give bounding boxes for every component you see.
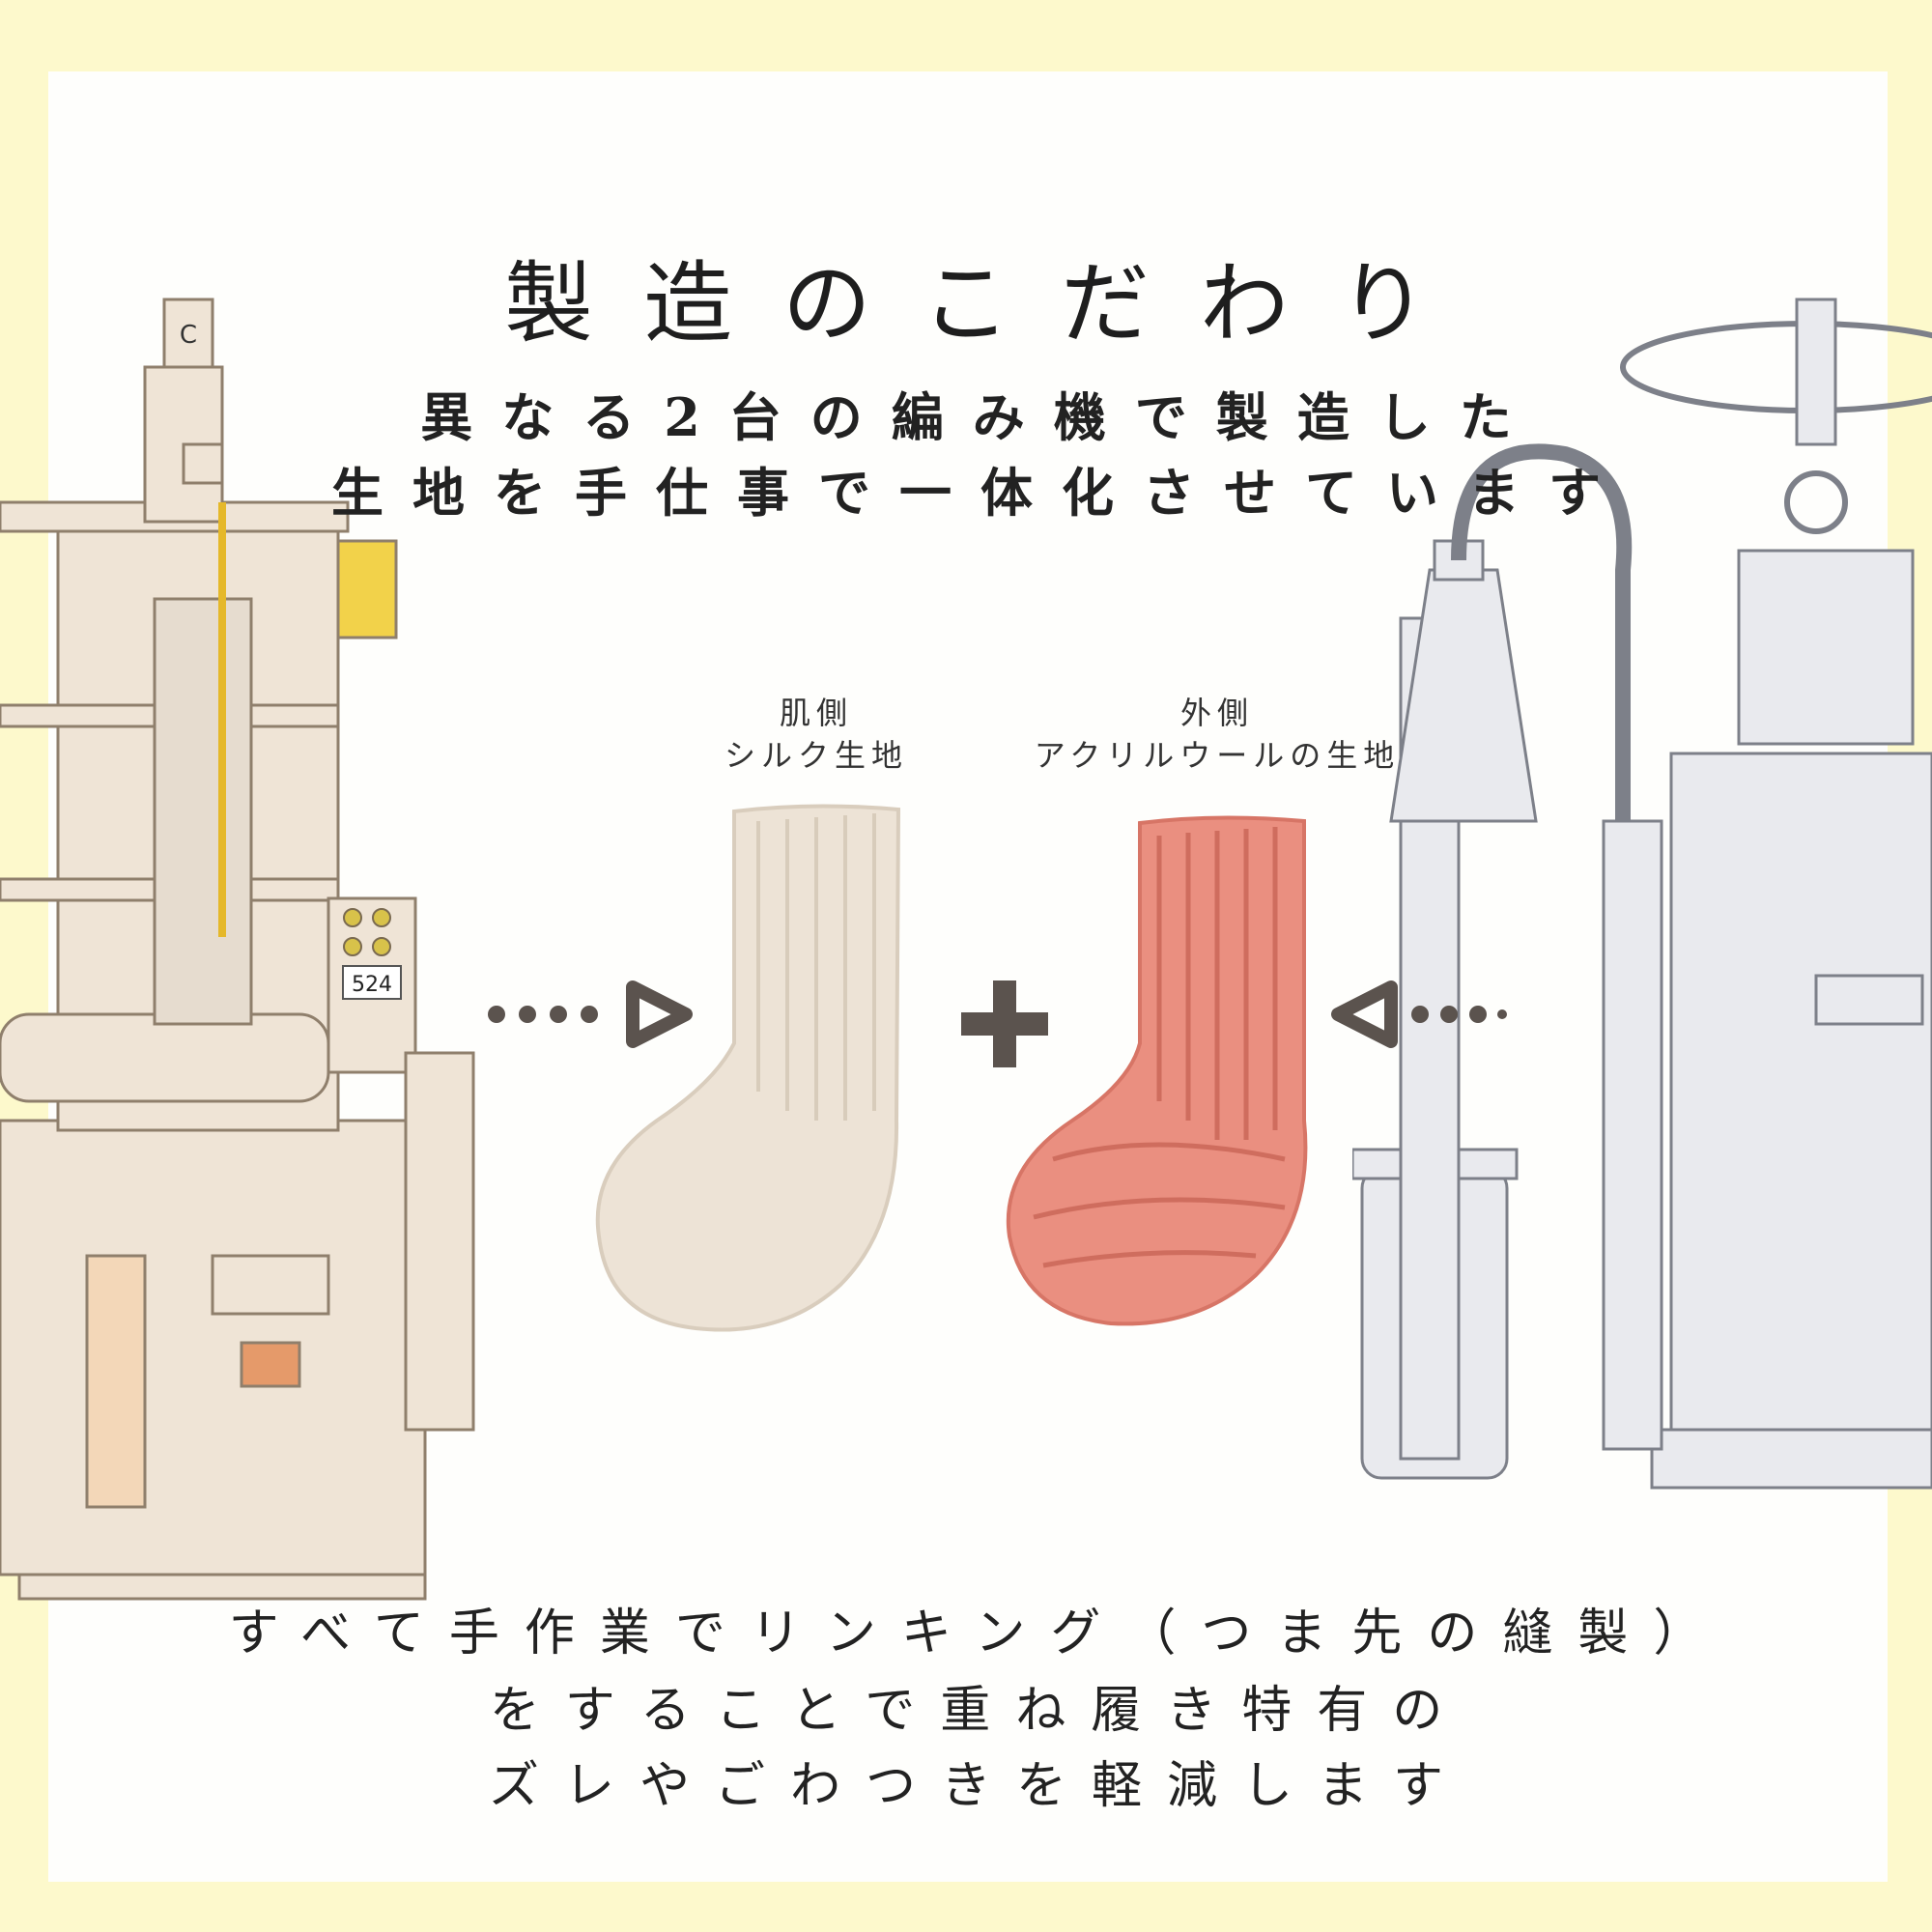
bottom-text-line-3: ズレやごわつきを軽減します (488, 1757, 1468, 1815)
silk-sock-label-side: 肌側 (779, 695, 853, 731)
bottom-text-line-2: をすることで重ね履き特有の (489, 1682, 1468, 1740)
machine-number-plate: 524 (352, 973, 392, 997)
silk-sock-label: 肌側 シルク生地 (705, 692, 927, 777)
arrow-right-icon (488, 980, 693, 1048)
bottom-text-line-1: すべて手作業でリンキング（つま先の縫製） (228, 1605, 1729, 1662)
page-title: 製造のこだわり (503, 252, 1478, 355)
machine-tag-c: C (180, 321, 197, 350)
left-knitting-machine-illustration: 524 C (0, 298, 475, 1601)
subtitle-line-1: 異なる2台の編み機で製造した (420, 386, 1541, 448)
wool-sock-image (1006, 815, 1308, 1326)
right-knitting-machine-illustration (1352, 298, 1932, 1490)
wool-sock-label-material: アクリルウールの生地 (1034, 737, 1401, 774)
plus-icon (961, 980, 1048, 1067)
wool-sock-label-side: 外側 (1179, 695, 1254, 731)
silk-sock-label-material: シルク生地 (724, 737, 908, 774)
subtitle-line-2: 生地を手仕事で一体化させています (331, 462, 1630, 524)
arrow-left-icon (1331, 980, 1507, 1048)
silk-sock-image (595, 804, 901, 1332)
wool-sock-label: 外側 アクリルウールの生地 (1005, 692, 1430, 777)
